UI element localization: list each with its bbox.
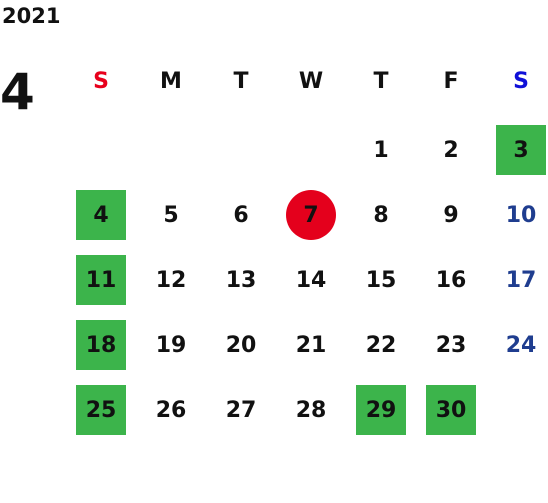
year-label: 2021 xyxy=(2,4,61,28)
date-cell-21[interactable]: 21 xyxy=(295,332,327,358)
weekday-header-thursday: T xyxy=(373,68,389,94)
date-cell-2[interactable]: 2 xyxy=(443,137,459,163)
date-cell-4[interactable]: 4 xyxy=(76,190,126,240)
date-cell-25[interactable]: 25 xyxy=(76,385,126,435)
date-cell-15[interactable]: 15 xyxy=(365,267,397,293)
date-cell-26[interactable]: 26 xyxy=(155,397,187,423)
date-cell-27[interactable]: 27 xyxy=(225,397,257,423)
month-label: 4 xyxy=(0,63,35,121)
date-cell-3[interactable]: 3 xyxy=(496,125,546,175)
weekday-header-friday: F xyxy=(443,68,459,94)
weekday-header-tuesday: T xyxy=(233,68,249,94)
date-cell-8[interactable]: 8 xyxy=(373,202,389,228)
weekday-header-monday: M xyxy=(160,68,182,94)
date-cell-30[interactable]: 30 xyxy=(426,385,476,435)
date-cell-18[interactable]: 18 xyxy=(76,320,126,370)
date-cell-22[interactable]: 22 xyxy=(365,332,397,358)
date-cell-11[interactable]: 11 xyxy=(76,255,126,305)
date-cell-13[interactable]: 13 xyxy=(225,267,257,293)
date-cell-28[interactable]: 28 xyxy=(295,397,327,423)
date-cell-16[interactable]: 16 xyxy=(435,267,467,293)
date-cell-6[interactable]: 6 xyxy=(233,202,249,228)
date-cell-14[interactable]: 14 xyxy=(295,267,327,293)
date-cell-29[interactable]: 29 xyxy=(356,385,406,435)
date-cell-10[interactable]: 10 xyxy=(505,202,537,228)
date-cell-19[interactable]: 19 xyxy=(155,332,187,358)
date-cell-23[interactable]: 23 xyxy=(435,332,467,358)
weekday-header-saturday: S xyxy=(513,68,529,94)
date-cell-5[interactable]: 5 xyxy=(163,202,179,228)
date-cell-1[interactable]: 1 xyxy=(373,137,389,163)
date-cell-today-7[interactable]: 7 xyxy=(286,190,336,240)
weekday-header-wednesday: W xyxy=(298,68,324,94)
weekday-header-sunday: S xyxy=(93,68,109,94)
date-cell-24[interactable]: 24 xyxy=(505,332,537,358)
date-cell-9[interactable]: 9 xyxy=(443,202,459,228)
date-cell-20[interactable]: 20 xyxy=(225,332,257,358)
date-cell-17[interactable]: 17 xyxy=(505,267,537,293)
date-cell-12[interactable]: 12 xyxy=(155,267,187,293)
